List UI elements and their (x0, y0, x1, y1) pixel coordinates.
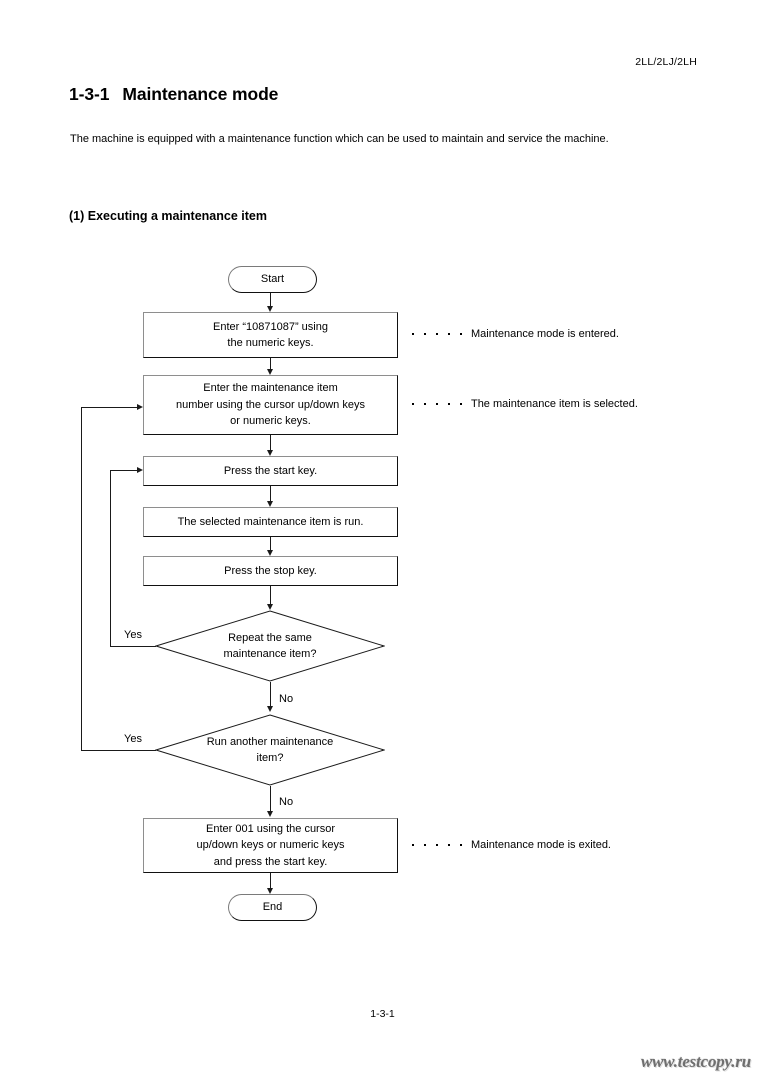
connector-press-start-to-item-runs (270, 486, 271, 501)
arrowhead-another-yes-return (137, 404, 143, 410)
annotation-item-selected-text: The maintenance item is selected. (470, 398, 638, 410)
flow-node-press-start-key-label: Press the start key. (223, 464, 318, 477)
document-header-code: 2LL/2LJ/2LH (635, 56, 697, 68)
page-title: 1-3-1 Maintenance mode (69, 84, 278, 105)
annotation-maintenance-exited: Maintenance mode is exited. (412, 839, 611, 851)
flow-node-enter-item-number-line3: or numeric keys. (230, 415, 311, 428)
connector-repeat-yes-return (110, 470, 138, 471)
flow-node-repeat-same-item-labels: Repeat the same maintenance item? (155, 610, 385, 682)
connector-repeat-no-vertical (270, 682, 271, 706)
flow-node-enter-item-number: Enter the maintenance item number using … (143, 375, 398, 435)
section-title-text: Maintenance mode (122, 84, 279, 104)
edge-label-repeat-yes: Yes (124, 629, 142, 641)
watermark: www.testcopy.ru (640, 1052, 751, 1071)
diamond-shape-icon (155, 610, 385, 682)
flow-node-run-another-item: Run another maintenance item? (155, 714, 385, 786)
dot-leader-icon (412, 333, 462, 335)
flow-node-start-label: Start (260, 273, 285, 286)
section-number: 1-3-1 (69, 84, 110, 104)
connector-another-yes-horizontal (81, 750, 156, 751)
arrowhead-item-number (267, 369, 273, 375)
flow-node-press-stop-key: Press the stop key. (143, 556, 398, 586)
flow-node-repeat-same-item-line1: Repeat the same (228, 631, 312, 644)
annotation-maintenance-entered-text: Maintenance mode is entered. (470, 328, 619, 340)
connector-item-runs-to-press-stop (270, 537, 271, 550)
connector-another-yes-return (81, 407, 138, 408)
edge-label-another-yes: Yes (124, 733, 142, 745)
annotation-item-selected: The maintenance item is selected. (412, 398, 638, 410)
arrowhead-press-stop (267, 550, 273, 556)
connector-another-no-vertical (270, 786, 271, 811)
flow-node-enter-item-number-line1: Enter the maintenance item (203, 382, 338, 395)
flow-node-item-is-run-label: The selected maintenance item is run. (177, 515, 364, 528)
arrowhead-end (267, 888, 273, 894)
connector-press-stop-to-repeat-decision (270, 586, 271, 604)
flow-node-run-another-item-line2: item? (256, 752, 284, 764)
flow-node-run-another-item-labels: Run another maintenance item? (155, 714, 385, 786)
arrowhead-press-start (267, 450, 273, 456)
connector-repeat-yes-horizontal (110, 646, 156, 647)
flow-node-run-another-item-line1: Run another maintenance (206, 735, 334, 748)
flow-node-start: Start (228, 266, 317, 293)
flow-node-enter-item-number-line2: number using the cursor up/down keys (176, 398, 365, 411)
arrowhead-enter-001 (267, 811, 273, 817)
connector-start-to-enter-code (270, 293, 271, 306)
connector-another-yes-vertical (81, 407, 82, 751)
flow-node-repeat-same-item-line2: maintenance item? (223, 648, 317, 660)
flow-node-enter-code: Enter “10871087” using the numeric keys. (143, 312, 398, 358)
edge-label-repeat-no: No (279, 693, 294, 705)
flow-node-end: End (228, 894, 317, 921)
arrowhead-item-runs (267, 501, 273, 507)
annotation-maintenance-entered: Maintenance mode is entered. (412, 328, 619, 340)
dot-leader-icon (412, 844, 462, 846)
flow-node-enter-code-line1: Enter “10871087” using (213, 320, 328, 333)
flow-node-enter-code-line2: the numeric keys. (227, 337, 314, 349)
arrowhead-repeat-decision (267, 604, 273, 610)
flow-node-press-stop-key-label: Press the stop key. (224, 564, 317, 577)
flow-node-enter-001-line3: and press the start key. (213, 855, 328, 868)
arrowhead-run-another-decision (267, 706, 273, 712)
dot-leader-icon (412, 403, 462, 405)
annotation-maintenance-exited-text: Maintenance mode is exited. (470, 839, 611, 851)
flow-node-repeat-same-item: Repeat the same maintenance item? (155, 610, 385, 682)
flow-node-press-start-key: Press the start key. (143, 456, 398, 486)
intro-paragraph: The machine is equipped with a maintenan… (70, 133, 609, 145)
connector-enter-code-to-item-number (270, 358, 271, 369)
footer-page-number: 1-3-1 (370, 1008, 395, 1020)
flow-node-enter-001-line2: up/down keys or numeric keys (196, 839, 345, 852)
flow-node-enter-001-line1: Enter 001 using the cursor (205, 822, 336, 835)
connector-repeat-yes-vertical (110, 470, 111, 647)
diamond-shape-icon (155, 714, 385, 786)
subsection-title: (1) Executing a maintenance item (69, 209, 267, 223)
flow-node-item-is-run: The selected maintenance item is run. (143, 507, 398, 537)
arrowhead-repeat-yes-return (137, 467, 143, 473)
flow-node-enter-001: Enter 001 using the cursor up/down keys … (143, 818, 398, 873)
connector-enter-001-to-end (270, 873, 271, 888)
connector-item-number-to-press-start (270, 435, 271, 450)
arrowhead-enter-code (267, 306, 273, 312)
edge-label-another-no: No (279, 796, 294, 808)
flow-node-end-label: End (262, 901, 283, 914)
